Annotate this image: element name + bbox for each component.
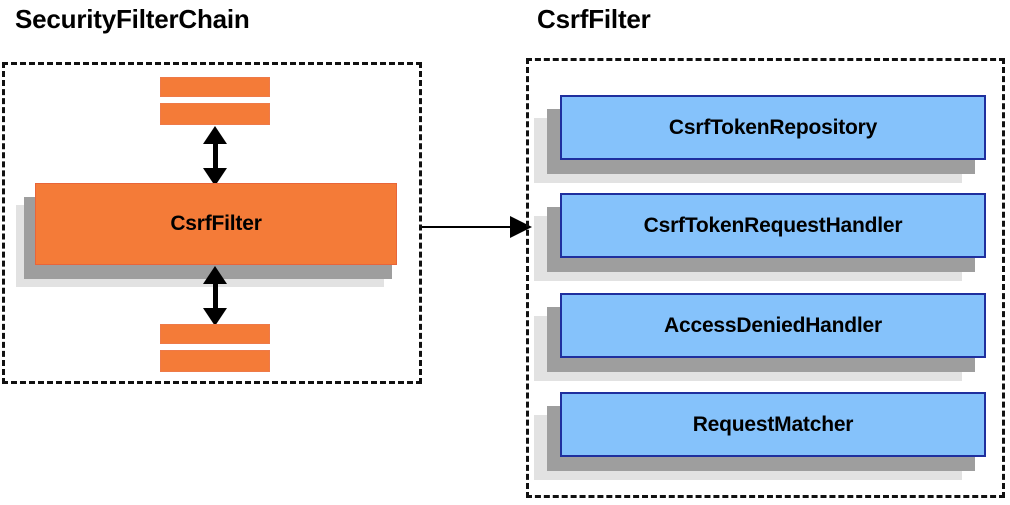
csrf-filter-label: CsrfFilter (170, 212, 262, 235)
card-face: CsrfFilter (35, 183, 397, 265)
access-denied-handler-card[interactable]: AccessDeniedHandler (534, 293, 989, 388)
csrf-token-repository-label: CsrfTokenRepository (668, 115, 878, 139)
arrowhead-up-icon (203, 266, 227, 284)
arrowhead-down-icon (203, 168, 227, 186)
filter-bar-bottom-1 (160, 324, 270, 344)
csrf-token-request-handler-label: CsrfTokenRequestHandler (643, 213, 903, 237)
panel-csrf-filter (526, 58, 1005, 498)
connector-shaft (422, 226, 512, 228)
request-matcher-card[interactable]: RequestMatcher (534, 392, 989, 487)
csrf-filter-card[interactable]: CsrfFilter (16, 183, 412, 293)
arrow-shaft (212, 140, 218, 176)
request-matcher-label: RequestMatcher (692, 412, 854, 436)
panel-title-csrf-filter: CsrfFilter (537, 4, 651, 34)
csrf-token-request-handler-card[interactable]: CsrfTokenRequestHandler (534, 193, 989, 288)
filter-bar-top-1 (160, 77, 270, 97)
arrowhead-down-icon (203, 308, 227, 326)
filter-bar-bottom-2 (160, 350, 270, 372)
arrowhead-up-icon (203, 126, 227, 144)
card-face: CsrfTokenRequestHandler (560, 193, 986, 258)
card-face: RequestMatcher (560, 392, 986, 457)
csrf-token-repository-card[interactable]: CsrfTokenRepository (534, 95, 989, 190)
access-denied-handler-label: AccessDeniedHandler (664, 313, 882, 337)
panel-security-filter-chain (2, 62, 422, 384)
arrow-shaft (212, 280, 218, 312)
panel-title-security-filter-chain: SecurityFilterChain (15, 4, 250, 34)
card-face: AccessDeniedHandler (560, 293, 986, 358)
filter-bar-top-2 (160, 103, 270, 125)
card-face: CsrfTokenRepository (560, 95, 986, 160)
